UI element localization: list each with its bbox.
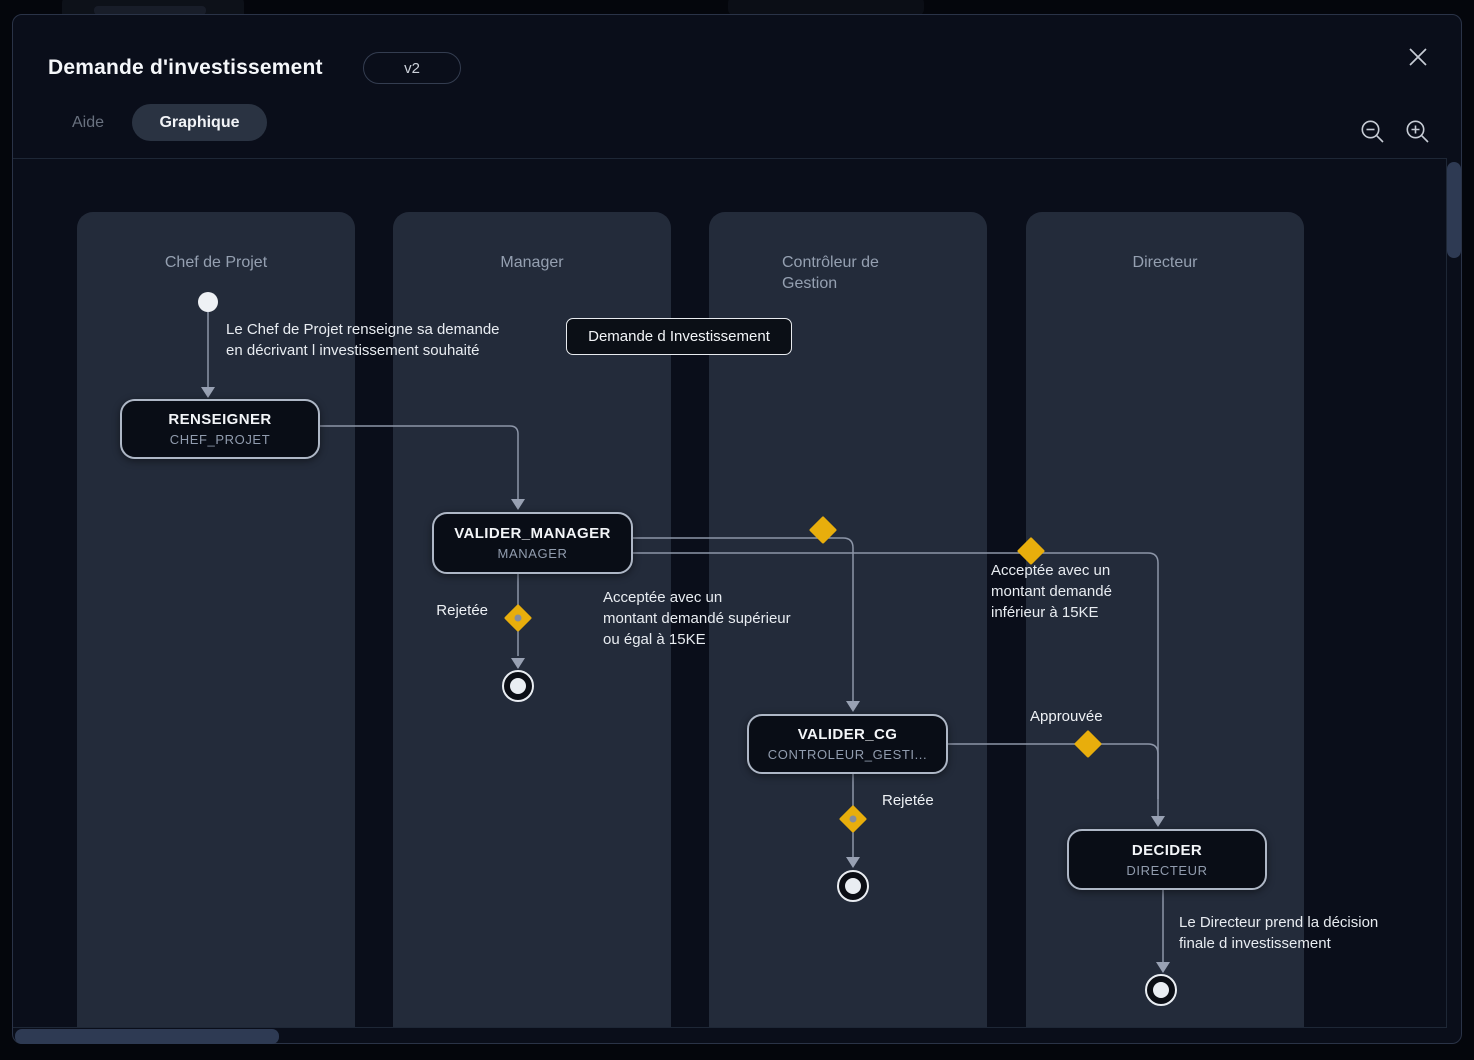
background-blur (94, 6, 206, 15)
lane-title: Directeur (1132, 254, 1198, 271)
diamond-accept-sup (809, 516, 837, 544)
node-subtitle: CHEF_PROJET (169, 432, 271, 447)
start-node (198, 292, 218, 312)
edge-valider-manager-to-decider (633, 552, 1159, 820)
tab-graphique[interactable]: Graphique (132, 104, 267, 141)
workflow-edges (198, 292, 1177, 1006)
zoom-out-button[interactable] (1357, 116, 1389, 148)
note-accept-sup: Acceptée avec un montant demandé supérie… (603, 589, 791, 648)
node-title: VALIDER_MANAGER (454, 525, 611, 542)
end-nodes (502, 670, 1177, 1006)
tab-aide[interactable]: Aide (71, 113, 105, 131)
edge-lines (207, 312, 1164, 965)
zoom-in-magnifier-icon (1406, 120, 1429, 143)
zoom-in-button[interactable] (1402, 116, 1434, 148)
version-badge: v2 (363, 52, 461, 84)
lane-chef-de-projet: Chef de Projet (77, 212, 355, 1027)
horizontal-scrollbar-thumb[interactable] (15, 1029, 279, 1044)
close-icon (1409, 48, 1427, 66)
label-rejetee-manager: Rejetée (436, 602, 488, 619)
decision-diamonds (504, 516, 1102, 833)
node-title: RENSEIGNER (168, 411, 272, 428)
lane-title: Manager (500, 254, 564, 271)
node-subtitle: MANAGER (497, 546, 568, 561)
node-title: VALIDER_CG (797, 726, 898, 743)
diamond-accept-inf (1017, 537, 1045, 565)
edge-arrowheads (201, 387, 1170, 973)
lane-title: Chef de Projet (164, 254, 268, 271)
diamond-approved (1074, 730, 1102, 758)
node-decider[interactable]: DECIDER DIRECTEUR (1067, 829, 1267, 890)
data-object-label: Demande d Investissement (588, 328, 770, 345)
workflow-dialog: Demande d'investissement v2 Aide Graphiq… (12, 14, 1462, 1044)
note-final: Le Directeur prend la décision finale d … (1179, 914, 1379, 952)
note-accept-inf: Acceptée avec un montant demandé inférie… (991, 562, 1112, 621)
background-window-remnant (728, 0, 924, 16)
zoom-out-magnifier-icon (1361, 120, 1384, 143)
node-title: DECIDER (1131, 841, 1203, 859)
node-subtitle: CONTROLEUR_GESTI... (767, 747, 928, 762)
lane-directeur: Directeur (1026, 212, 1304, 1027)
close-button[interactable] (1402, 41, 1434, 73)
note-start: Le Chef de Projet renseigne sa demande e… (226, 321, 500, 359)
lane-title: Contrôleur de Gestion (782, 254, 879, 292)
vertical-scrollbar-thumb[interactable] (1447, 162, 1461, 258)
data-object-demande[interactable]: Demande d Investissement (566, 318, 792, 355)
edge-valider-manager-to-valider-cg (633, 537, 854, 705)
label-approuvee: Approuvée (1030, 708, 1103, 725)
node-valider-manager[interactable]: VALIDER_MANAGER MANAGER (432, 512, 633, 574)
node-renseigner[interactable]: RENSEIGNER CHEF_PROJET (120, 399, 320, 459)
node-subtitle: DIRECTEUR (1126, 862, 1208, 878)
page-title: Demande d'investissement (48, 56, 323, 79)
node-valider-cg[interactable]: VALIDER_CG CONTROLEUR_GESTI... (747, 714, 948, 774)
diagram-canvas[interactable]: Chef de Projet Manager Contrôleur de Ges… (13, 158, 1447, 1028)
diamond-dots (514, 614, 857, 823)
label-rejetee-cg: Rejetée (882, 792, 934, 809)
edge-renseigner-to-valider-manager (320, 425, 519, 503)
edge-valider-cg-approved (948, 743, 1159, 799)
